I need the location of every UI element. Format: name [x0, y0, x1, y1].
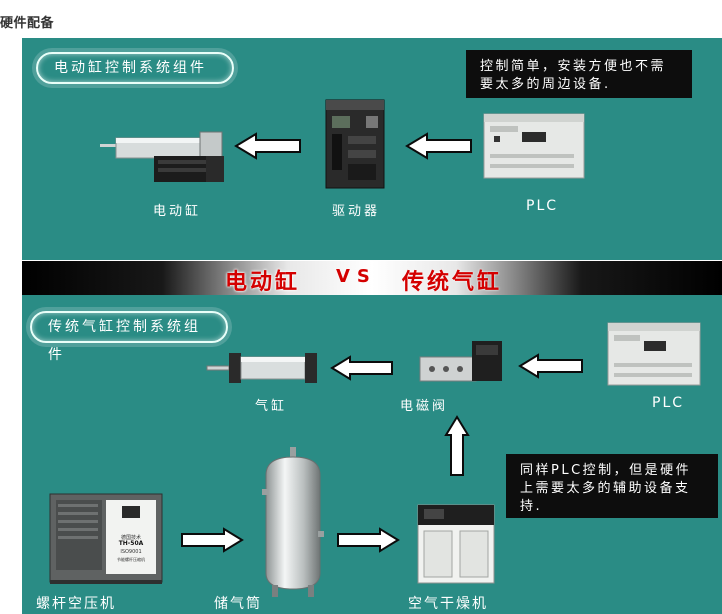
pneumatic-panel-label: 传统气缸控制系统组件 [30, 311, 228, 363]
vs-left-label: 电动缸 [225, 270, 301, 295]
air-tank-image [262, 447, 324, 597]
arrow-up-icon [444, 415, 470, 476]
electric-panel-label: 电动缸控制系统组件 [36, 52, 234, 84]
screw-compressor-image [49, 493, 163, 584]
compressor-brand-text: 德国技术 [120, 535, 141, 541]
page-title: 硬件配备 [0, 16, 55, 31]
electric-cylinder-label: 电动缸 [153, 204, 202, 219]
arrow-left-icon [518, 353, 583, 379]
comparison-band: 电动缸 VS 传统气缸 [22, 261, 722, 295]
air-dryer-image [417, 504, 495, 584]
arrow-right-icon [181, 527, 244, 553]
compressor-model-text: TH-50A [118, 540, 144, 547]
electric-cylinder-image [100, 131, 224, 182]
screw-compressor-label: 螺杆空压机 [36, 596, 116, 612]
solenoid-valve-label: 电磁阀 [400, 399, 449, 414]
electric-note: 控制简单，安装方便也不需要太多的周边设备. [466, 50, 692, 98]
compressor-cert-text: ISO9001 [120, 549, 142, 555]
pneumatic-note: 同样PLC控制，但是硬件上需要太多的辅助设备支持. [506, 454, 718, 518]
air-tank-label: 储气筒 [214, 596, 262, 612]
vs-right-label: 传统气缸 [402, 270, 503, 295]
pneumatic-system-panel: 传统气缸控制系统组件 气缸 电磁阀 PLC 同样PLC控制，但 [22, 295, 722, 614]
plc-image [607, 322, 701, 386]
arrow-left-icon [234, 132, 301, 160]
pneumatic-cylinder-image [206, 353, 317, 383]
air-dryer-label: 空气干燥机 [408, 596, 488, 612]
arrow-right-icon [337, 527, 400, 553]
plc-image [483, 113, 585, 179]
servo-driver-image [325, 99, 385, 189]
electric-system-panel: 电动缸控制系统组件 控制简单，安装方便也不需要太多的周边设备. 电动缸 驱动器 [22, 38, 722, 260]
plc-label-bottom: PLC [652, 395, 685, 411]
vs-middle-label: VS [336, 266, 377, 287]
solenoid-valve-image [419, 341, 502, 382]
servo-driver-label: 驱动器 [332, 204, 381, 219]
arrow-left-icon [330, 355, 393, 381]
plc-label-top: PLC [526, 198, 559, 214]
pneumatic-cylinder-label: 气缸 [255, 399, 288, 414]
arrow-left-icon [405, 132, 472, 160]
compressor-product-text: 节能螺杆压缩机 [117, 557, 145, 562]
